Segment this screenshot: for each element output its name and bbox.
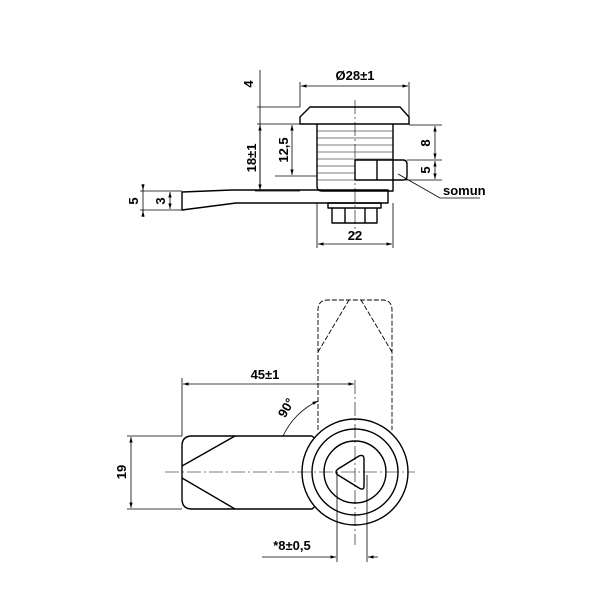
dim-body-width: 22 [348, 228, 362, 243]
cam-front [181, 435, 321, 510]
cam-rotated-position [317, 299, 393, 430]
washer [327, 202, 382, 209]
nut [354, 159, 408, 181]
bottom-nut [331, 208, 378, 224]
cam-bevel-lines [181, 435, 236, 510]
dim-cam-thickness: 5 [126, 197, 141, 204]
dim-nut-height: 5 [418, 166, 433, 173]
dim-thread-length: 12,5 [276, 137, 291, 162]
dim-cam-tip: 3 [153, 197, 168, 204]
dim-cap-height: 4 [241, 80, 256, 88]
dim-cam-length: 45±1 [251, 367, 280, 382]
dim-rotation-angle: 90° [275, 395, 298, 420]
nut-leader-line [397, 173, 480, 199]
cam-plate [181, 189, 389, 211]
triangle-keyway [335, 454, 365, 490]
nut-label: somun [443, 183, 486, 198]
dim-key-size: *8±0,5 [273, 538, 311, 553]
lock-cap [299, 106, 410, 125]
side-view: 4 Ø28±1 18±1 12,5 8 5 somun 5 3 22 [126, 68, 486, 248]
front-view: 45±1 90° 19 *8±0,5 [114, 299, 415, 562]
dim-nut-offset: 8 [418, 139, 433, 146]
dim-cam-width: 19 [114, 465, 129, 479]
dim-body-height: 18±1 [244, 144, 259, 173]
thread-lines [317, 130, 393, 181]
rotation-arc [282, 400, 319, 437]
dim-cap-diameter: Ø28±1 [336, 68, 375, 83]
